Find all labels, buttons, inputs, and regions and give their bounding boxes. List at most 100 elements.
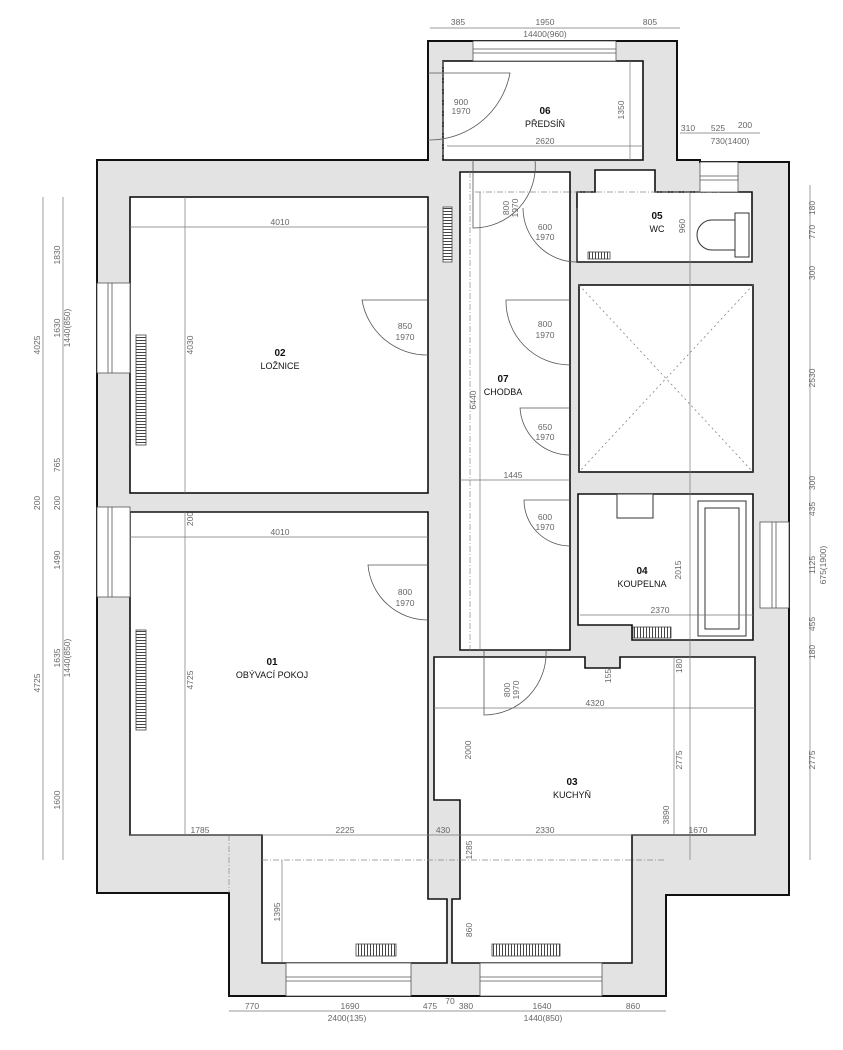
dim-label: 180 bbox=[807, 201, 817, 215]
dim-label: 4010 bbox=[271, 217, 290, 227]
dim-label: 310 bbox=[681, 123, 695, 133]
room-name: PŘEDSÍŇ bbox=[525, 119, 565, 129]
dim-label: 1445 bbox=[504, 470, 523, 480]
dim-label: 1970 bbox=[396, 332, 415, 342]
dim-label: 1970 bbox=[536, 522, 555, 532]
dim-label: 600 bbox=[538, 222, 552, 232]
dim-label: 800 bbox=[501, 201, 511, 215]
room-number: 03 bbox=[566, 777, 578, 788]
dim-label: 1285 bbox=[464, 840, 474, 859]
dim-label: 650 bbox=[538, 422, 552, 432]
dim-label: 385 bbox=[451, 17, 465, 27]
door-swings bbox=[361, 72, 578, 716]
radiator bbox=[135, 629, 147, 731]
dim-label: 4725 bbox=[32, 673, 42, 692]
dim-label: 4320 bbox=[586, 698, 605, 708]
room-06-predsin bbox=[442, 60, 644, 161]
bathtub-inner bbox=[704, 507, 740, 630]
dim-label: 675(1900) bbox=[818, 545, 828, 584]
dim-label: 960 bbox=[677, 219, 687, 233]
dim-label: 14400(960) bbox=[523, 29, 567, 39]
axis-lines bbox=[228, 61, 720, 893]
radiator bbox=[587, 251, 611, 260]
dim-label: 1395 bbox=[272, 902, 282, 921]
room-shower bbox=[578, 284, 754, 473]
dimension-labels: 385 1950 14400(960) 805 900 1970 1350 26… bbox=[32, 17, 828, 1023]
dim-label: 155 bbox=[603, 669, 613, 683]
dim-label: 1440(850) bbox=[62, 638, 72, 677]
dim-label: 800 bbox=[538, 319, 552, 329]
dim-label: 600 bbox=[538, 512, 552, 522]
dim-label: 1125 bbox=[807, 556, 817, 575]
windows bbox=[96, 40, 790, 997]
dim-label: 475 bbox=[423, 1001, 437, 1011]
dim-label: 200 bbox=[738, 120, 752, 130]
dim-label: 300 bbox=[807, 266, 817, 280]
dim-label: 2530 bbox=[807, 368, 817, 387]
room-number: 04 bbox=[636, 566, 648, 577]
washbasin bbox=[616, 493, 654, 519]
dim-label: 4725 bbox=[185, 670, 195, 689]
room-number: 07 bbox=[497, 374, 509, 385]
dim-label: 180 bbox=[674, 659, 684, 673]
dim-label: 1635 bbox=[52, 648, 62, 667]
radiator bbox=[355, 943, 397, 957]
fixtures bbox=[135, 206, 750, 957]
dim-label: 2775 bbox=[807, 750, 817, 769]
room-name: KUCHYŇ bbox=[553, 790, 591, 800]
dim-label: 1350 bbox=[616, 100, 626, 119]
dim-label: 1970 bbox=[536, 432, 555, 442]
dim-label: 770 bbox=[245, 1001, 259, 1011]
room-number: 05 bbox=[651, 211, 663, 222]
dim-label: 180 bbox=[807, 645, 817, 659]
dim-label: 800 bbox=[398, 587, 412, 597]
dim-label: 435 bbox=[807, 502, 817, 516]
dim-label: 1640 bbox=[533, 1001, 552, 1011]
room-name: WC bbox=[650, 224, 665, 234]
dim-label: 730(1400) bbox=[711, 136, 750, 146]
room-07-chodba bbox=[459, 171, 571, 651]
room-02-loznice bbox=[129, 196, 429, 494]
dim-label: 380 bbox=[459, 1001, 473, 1011]
dim-label: 1970 bbox=[396, 598, 415, 608]
dim-label: 200 bbox=[52, 496, 62, 510]
radiator bbox=[491, 943, 561, 957]
radiator bbox=[442, 206, 453, 263]
dim-label: 1670 bbox=[689, 825, 708, 835]
dim-label: 1630 bbox=[52, 318, 62, 337]
dim-label: 3890 bbox=[661, 805, 671, 824]
room-name: CHODBA bbox=[484, 387, 523, 397]
room-name: KOUPELNA bbox=[617, 579, 666, 589]
room-01-obyvaci-pokoj bbox=[129, 511, 448, 964]
dim-label: 455 bbox=[807, 617, 817, 631]
dim-label: 4010 bbox=[271, 527, 290, 537]
radiator bbox=[632, 626, 672, 639]
dim-label: 1690 bbox=[341, 1001, 360, 1011]
dim-label: 2015 bbox=[673, 560, 683, 579]
dim-label: 1785 bbox=[191, 825, 210, 835]
room-number: 02 bbox=[274, 348, 286, 359]
dim-label: 1970 bbox=[536, 232, 555, 242]
dim-label: 1970 bbox=[511, 680, 521, 699]
dim-label: 300 bbox=[807, 476, 817, 490]
dim-label: 1440(850) bbox=[62, 308, 72, 347]
dim-label: 900 bbox=[454, 97, 468, 107]
dim-label: 765 bbox=[52, 458, 62, 472]
dim-label: 525 bbox=[711, 123, 725, 133]
dim-label: 2370 bbox=[651, 605, 670, 615]
dim-label: 800 bbox=[502, 683, 512, 697]
room-number: 06 bbox=[539, 106, 551, 117]
dim-label: 2400(135) bbox=[328, 1013, 367, 1023]
dim-label: 850 bbox=[398, 321, 412, 331]
dim-label: 1490 bbox=[52, 550, 62, 569]
dim-label: 2775 bbox=[674, 750, 684, 769]
dim-label: 430 bbox=[436, 825, 450, 835]
dim-label: 1970 bbox=[510, 198, 520, 217]
dim-label: 2620 bbox=[536, 136, 555, 146]
dim-label: 2330 bbox=[536, 825, 555, 835]
radiator bbox=[135, 334, 147, 446]
dim-label: 4030 bbox=[185, 335, 195, 354]
dim-label: 770 bbox=[807, 225, 817, 239]
dim-label: 6440 bbox=[468, 390, 478, 409]
dim-label: 860 bbox=[464, 923, 474, 937]
